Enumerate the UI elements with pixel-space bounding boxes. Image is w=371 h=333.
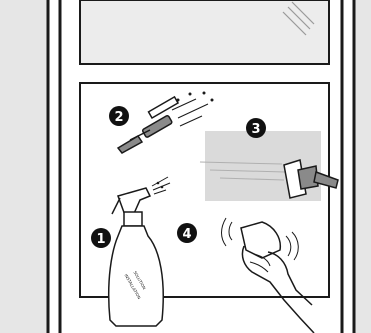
step-badge-4: 4 [177,223,197,243]
right-wall [355,0,371,333]
step-badge-3: 3 [246,118,266,138]
step-number-4: 4 [182,227,191,242]
step-number-2: 2 [114,110,123,125]
upper-glass-pane [80,0,329,64]
step-number-1: 1 [96,232,105,247]
left-wall [0,0,48,333]
step-badge-2: 2 [109,106,129,126]
step-number-3: 3 [251,122,260,137]
step-badge-1: 1 [91,228,111,248]
